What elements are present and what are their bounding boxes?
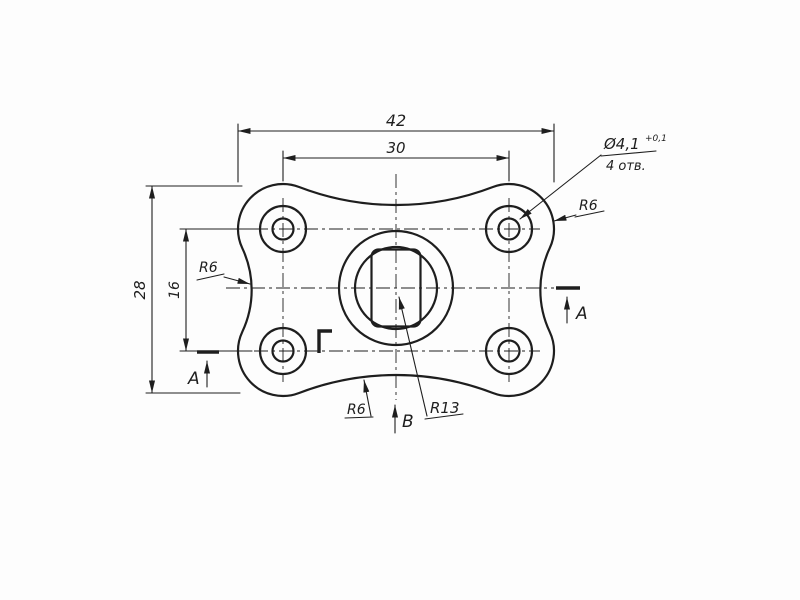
hole-top-left-counterbore xyxy=(258,204,308,254)
centerlines xyxy=(226,174,554,400)
section-step-stroke xyxy=(317,329,332,353)
view-arrow-b: B xyxy=(391,404,414,434)
callout-hole-diameter: Ø4,1 +0,1 4 отв. xyxy=(519,134,667,220)
radius-text-r6: R6 xyxy=(579,198,598,214)
dimension-text-16: 16 xyxy=(167,281,183,299)
view-letter-b: B xyxy=(402,412,414,432)
radius-text-r6: R6 xyxy=(199,260,218,276)
hole-diameter-tolerance-text: +0,1 xyxy=(645,134,667,144)
leader-shelf xyxy=(344,416,374,419)
dimension-text-42: 42 xyxy=(386,111,406,130)
section-letter-right: A xyxy=(575,304,588,324)
hole-bottom-left-bore xyxy=(271,339,295,363)
hole-bottom-left-counterbore xyxy=(258,326,308,376)
dimension-hole-pitch-vertical: 16 xyxy=(167,228,257,352)
leader-line xyxy=(519,154,602,220)
leader-shelf xyxy=(196,273,225,281)
section-letter-left: A xyxy=(187,369,200,389)
dimension-hole-pitch-horizontal: 30 xyxy=(282,139,510,182)
leader-line xyxy=(398,296,428,417)
dimension-overall-width: 42 xyxy=(237,111,555,183)
hole-top-right-counterbore xyxy=(484,204,534,254)
center-boss-inner-circle xyxy=(353,245,439,331)
hole-diameter-text: Ø4,1 xyxy=(603,135,640,153)
leader-line xyxy=(553,214,577,222)
leader-line xyxy=(363,379,372,417)
hole-bottom-right-bore xyxy=(497,339,521,363)
callout-radius-top-right: R6 xyxy=(553,198,605,222)
dimension-text-30: 30 xyxy=(386,139,405,157)
leader-shelf xyxy=(424,413,464,420)
leader-shelf xyxy=(574,210,605,218)
dimension-overall-height: 28 xyxy=(131,185,243,394)
leader-shelf xyxy=(600,150,657,157)
hole-top-left-bore xyxy=(271,217,295,241)
section-plane-a: A A xyxy=(187,286,588,389)
part-outline xyxy=(236,182,556,398)
callout-radius-left: R6 xyxy=(196,260,251,285)
hole-top-right-bore xyxy=(497,217,521,241)
dimension-text-28: 28 xyxy=(131,280,149,299)
radius-text-r6: R6 xyxy=(347,402,366,418)
part-geometry xyxy=(236,182,556,398)
leader-line xyxy=(223,276,251,285)
radius-text-r13: R13 xyxy=(430,399,460,417)
center-slot xyxy=(370,248,422,328)
center-boss-outer-circle xyxy=(337,229,455,347)
hole-bottom-right-counterbore xyxy=(484,326,534,376)
hole-count-text: 4 отв. xyxy=(606,159,646,174)
callout-radius-bottom: R6 xyxy=(344,379,374,419)
callout-radius-center: R13 xyxy=(398,296,464,420)
